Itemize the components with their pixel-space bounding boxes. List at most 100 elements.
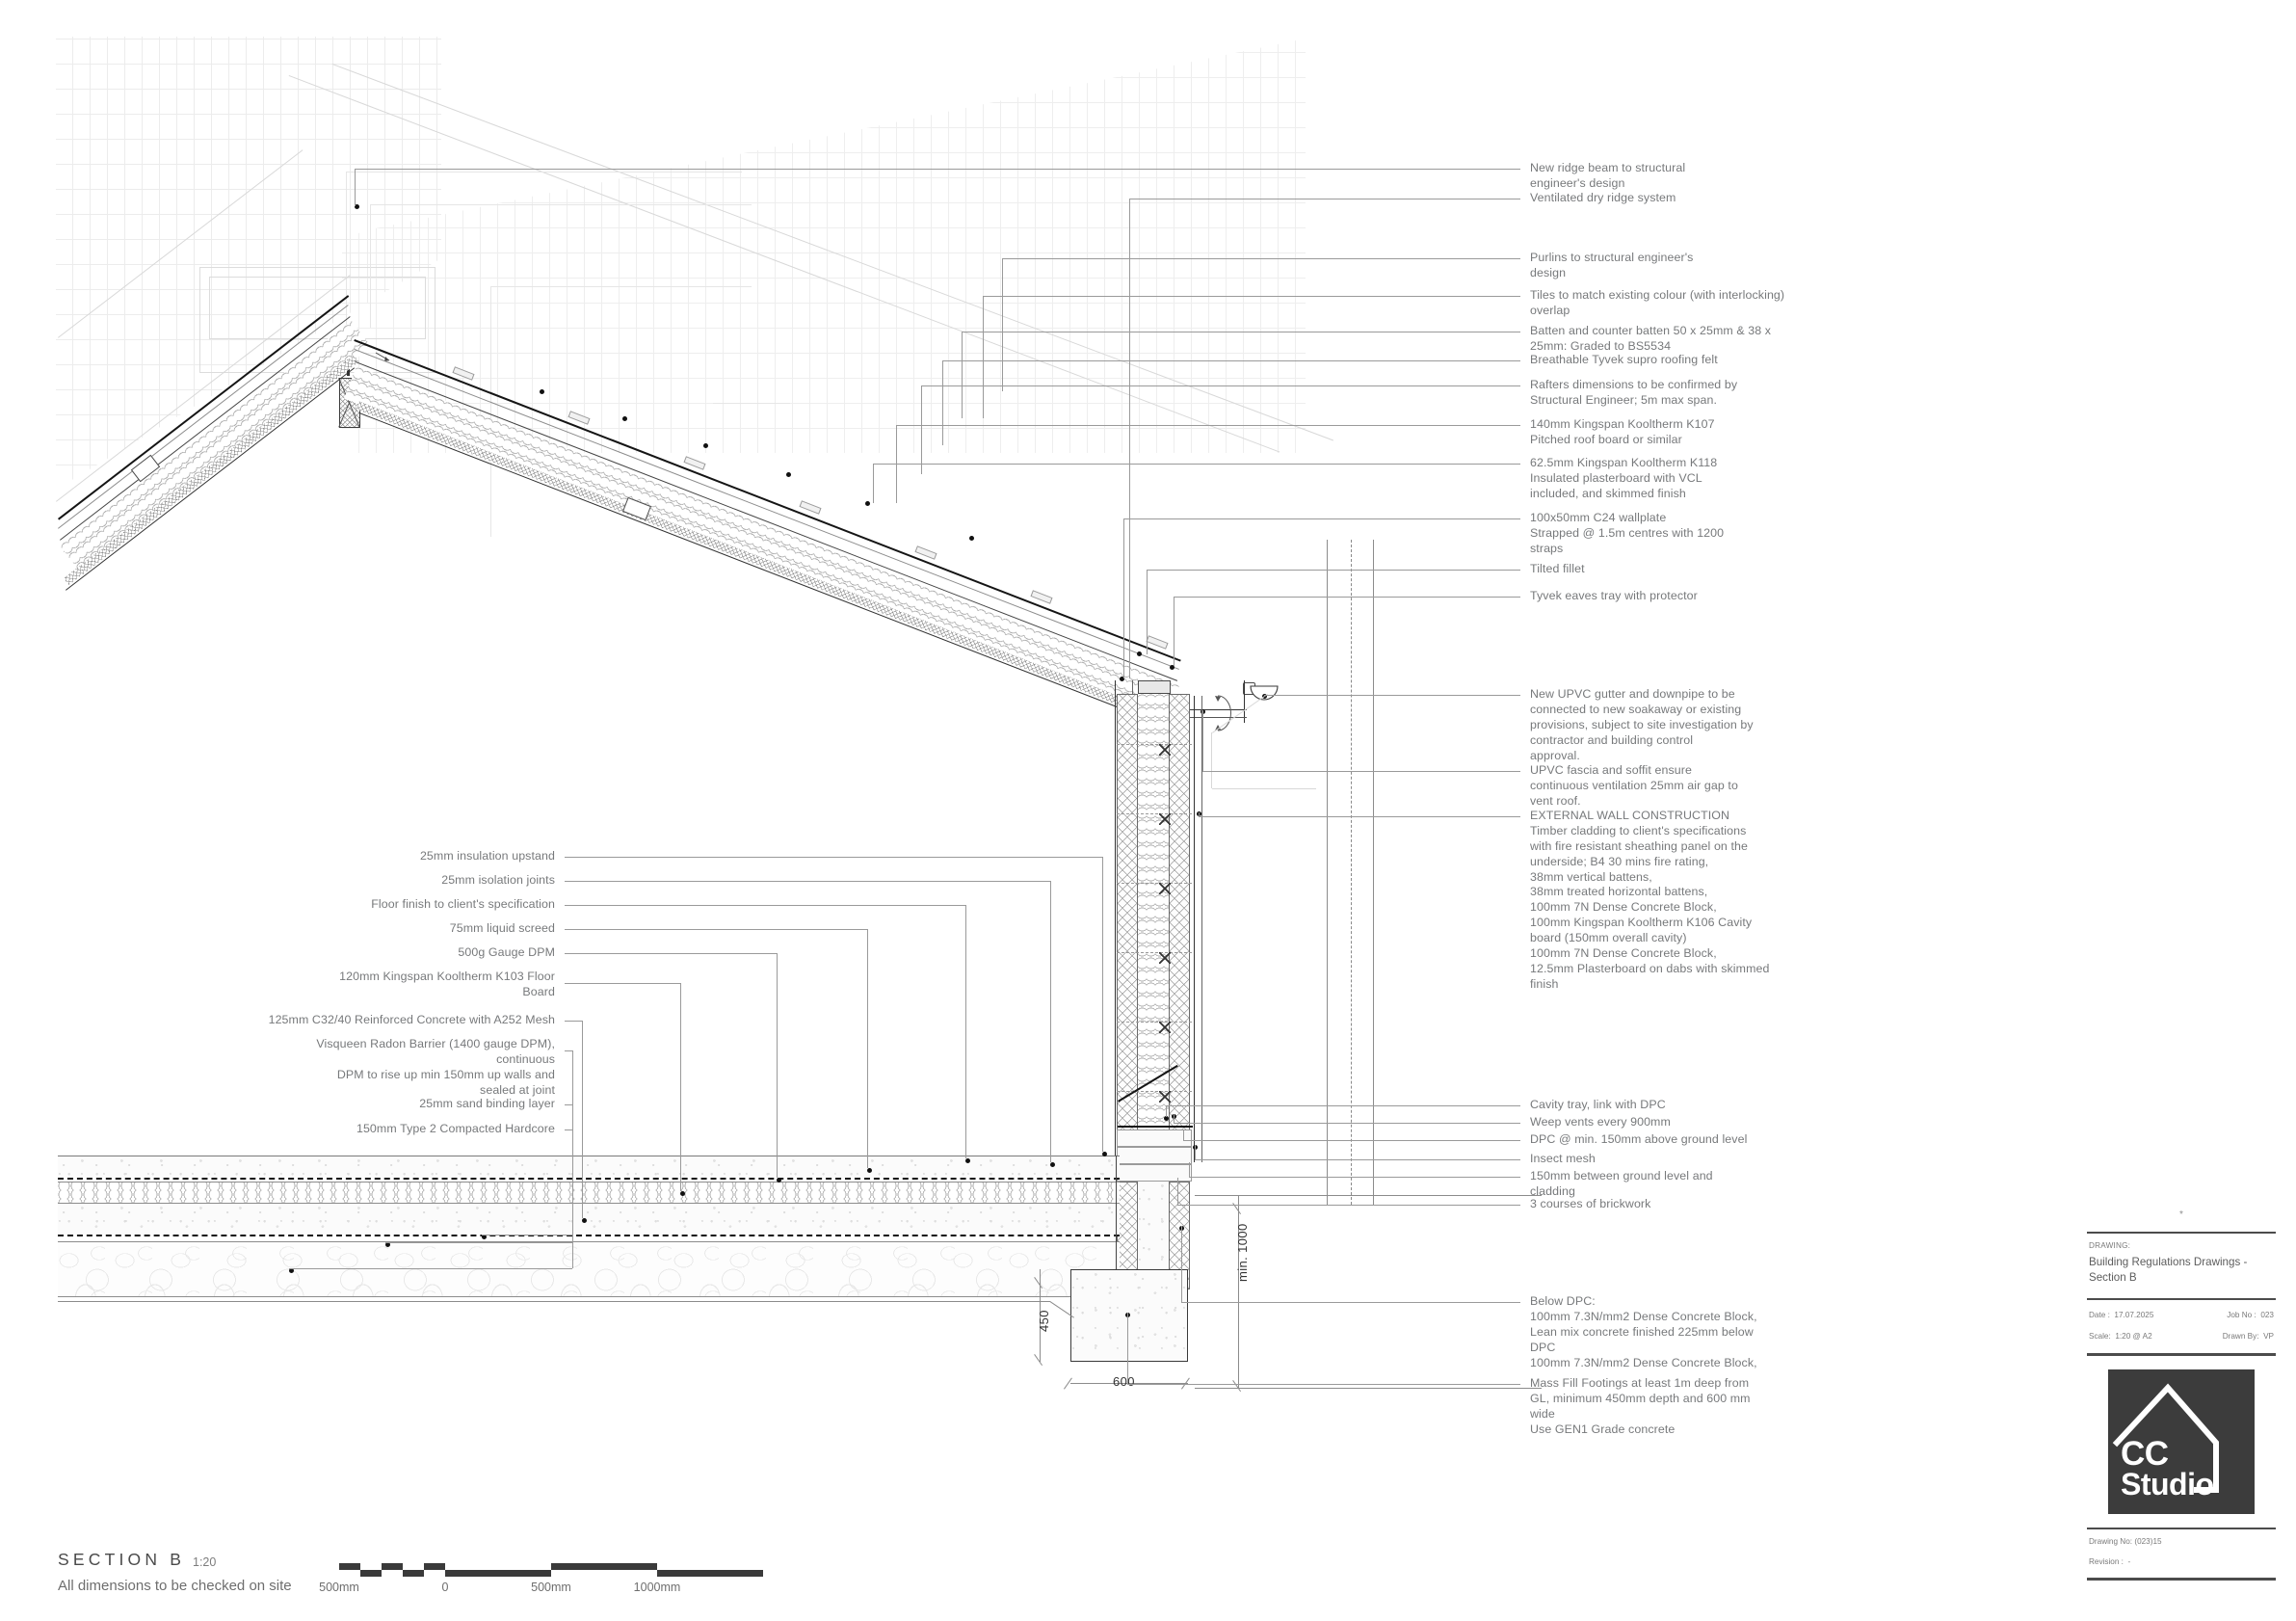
leader-dot-wallplate [1120,677,1124,681]
insulation-top-line [58,1182,1120,1183]
scale-bar-bottom-row [339,1569,763,1577]
scale-label-500: 500mm [531,1580,571,1594]
dim-600-label: 600 [1113,1374,1135,1389]
sand-blinding-line [58,1241,1120,1242]
annotation-mass-fill-footings: Mass Fill Footings at least 1m deep from… [1530,1376,1751,1436]
scale-bar: 500mm 0 500mm 1000mm [319,1563,763,1598]
brick-course-3 [1117,1164,1192,1182]
leader-dot-battens [622,416,627,421]
brick-course-2 [1117,1147,1192,1164]
date-job-row: Date : 17.07.2025 Job No : 023 [2089,1311,2274,1319]
soffit-line-top [1179,709,1247,710]
scale-value: 1:20 @ A2 [2115,1332,2152,1342]
leader-dot-upstand [1102,1152,1107,1156]
job-value: 023 [2260,1311,2274,1320]
wall-outer-block-leaf [1117,694,1138,1162]
annotation-fascia-soffit: UPVC fascia and soffit ensure continuous… [1530,763,1738,808]
scale-label-zero: 0 [441,1580,449,1594]
date-label: Date : [2089,1311,2110,1320]
logo-text-cc: CC [2121,1434,2169,1473]
annotation-hardcore: 150mm Type 2 Compacted Hardcore [356,1122,555,1135]
dimensions-note: All dimensions to be checked on site [58,1578,292,1594]
revision-row: Revision : - [2089,1557,2274,1566]
ghost-horizontal-3 [491,286,752,287]
annotation-insulation-upstand: 25mm insulation upstand [419,849,555,863]
roof-ceiling-line-right [358,412,1179,731]
title-block: * DRAWING: Building Regulations Drawings… [2087,1209,2276,1595]
annotation-gutter-downpipe: New UPVC gutter and downpipe to be conne… [1530,687,1754,762]
annotation-external-wall: EXTERNAL WALL CONSTRUCTION Timber claddi… [1530,809,1770,991]
annotation-weep-vents: Weep vents every 900mm [1530,1115,1671,1129]
annotation-below-dpc: Below DPC: 100mm 7.3N/mm2 Dense Concrete… [1530,1294,1757,1369]
gutter-profile [1250,685,1279,701]
titleblock-asterisk: * [2179,1209,2183,1220]
date-field: Date : 17.07.2025 [2089,1311,2153,1319]
annotation-ridge-beam: New ridge beam to structural engineer's … [1530,161,1686,190]
house-outline-icon [2112,1383,2219,1493]
leader-dot-k107 [865,501,870,506]
annotation-purlins: Purlins to structural engineer's design [1530,251,1694,279]
leader-dot-eaves-tray [1170,665,1174,670]
liquid-screed-layer [58,1156,1120,1178]
titleblock-rule-below-info [2087,1353,2276,1356]
ghost-horizontal-4 [713,403,790,404]
titleblock-rule-below-logo [2087,1527,2276,1530]
downpipe-centreline [1351,540,1352,1205]
scale-label-neg500: 500mm [319,1580,359,1594]
dpc-line [1118,1126,1193,1128]
annotation-kooltherm-k103: 120mm Kingspan Kooltherm K103 Floor Boar… [339,970,555,998]
annotation-roofing-felt: Breathable Tyvek supro roofing felt [1530,353,1718,366]
dim-min1000-label: min. 1000 [1235,1223,1250,1282]
below-dpc-inner-block [1169,1182,1190,1289]
annotation-cavity-tray: Cavity tray, link with DPC [1530,1098,1666,1111]
titleblock-rule-bottom [2087,1578,2276,1581]
annotation-dry-ridge: Ventilated dry ridge system [1530,191,1676,204]
compacted-hardcore-layer [58,1242,1120,1296]
annotation-tilted-fillet: Tilted fillet [1530,562,1585,575]
revision-label: Revision : [2089,1557,2124,1567]
dim-450-label: 450 [1037,1310,1051,1332]
annotation-liquid-screed: 75mm liquid screed [449,921,555,935]
ghost-horizontal-2 [371,204,752,205]
drawn-label: Drawn By: [2222,1332,2259,1342]
wallplate-section [1138,680,1171,694]
floor-insulation-layer [58,1182,1120,1203]
leader-dot-screed [867,1168,872,1173]
leader-dot-k118 [969,536,974,541]
soffit-line-bottom [1179,717,1247,718]
ghost-rooflight-inner [209,277,426,339]
annotation-floor-finish: Floor finish to client's specification [371,897,555,911]
revision-value: - [2127,1557,2131,1567]
radon-barrier-line [58,1235,1120,1236]
scale-label: Scale: [2089,1332,2111,1342]
leader-dot-felt [703,443,708,448]
annotation-wallplate: 100x50mm C24 wallplate Strapped @ 1.5m c… [1530,511,1725,555]
leader-dot-dpm [777,1178,781,1183]
dim-600-line [1070,1383,1188,1384]
annotation-sand-blinding: 25mm sand binding layer [419,1097,555,1110]
annotation-dpm-500g: 500g Gauge DPM [458,945,555,959]
leader-dot-sand [385,1242,390,1247]
drawing-no-value: (023)15 [2134,1537,2162,1547]
scale-field: Scale: 1:20 @ A2 [2089,1332,2152,1341]
job-label: Job No : [2227,1311,2256,1320]
wall-plasterboard-face [1194,696,1195,1162]
drawing-title: Building Regulations Drawings - Section … [2089,1256,2248,1284]
leader-dot-cavity-tray [1164,1116,1169,1121]
soffit-vent-arrow [1215,695,1231,731]
ghost-vertical-2 [370,204,371,328]
annotation-eaves-tray: Tyvek eaves tray with protector [1530,589,1698,602]
titleblock-rule-top [2087,1232,2276,1235]
annotation-battens: Batten and counter batten 50 x 25mm & 38… [1530,324,1772,353]
annotation-reinforced-concrete: 125mm C32/40 Reinforced Concrete with A2… [268,1013,555,1026]
dim-min1000-ext-top [1195,1195,1542,1196]
leader-dot-k103 [680,1191,685,1196]
drawing-label: DRAWING: [2089,1241,2131,1251]
dpm-500g-line [58,1178,1120,1180]
ghost-vertical-1 [346,172,347,326]
ground-level-line [58,1301,1050,1302]
leader-dot-hardcore [289,1268,294,1273]
leader-dot-tilted-fillet [1137,651,1142,656]
drawn-field: Drawn By: VP [2223,1332,2274,1341]
drawing-no-row: Drawing No: (023)15 [2089,1537,2274,1546]
